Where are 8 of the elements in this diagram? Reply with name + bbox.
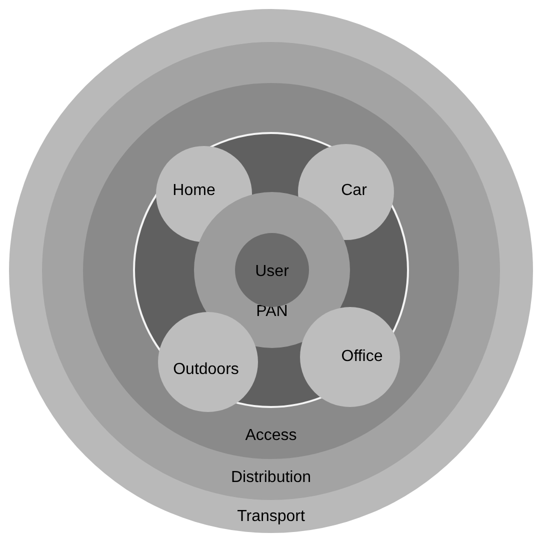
node-label: Access	[245, 428, 297, 444]
node-label: Distribution	[230, 470, 312, 486]
node-label: Transport	[237, 509, 305, 525]
node-label: Car	[341, 183, 367, 199]
node-label: Office	[341, 349, 383, 365]
node-label: User	[255, 264, 289, 280]
node-label: Outdoors	[173, 362, 239, 378]
node-label: Home	[172, 183, 216, 199]
